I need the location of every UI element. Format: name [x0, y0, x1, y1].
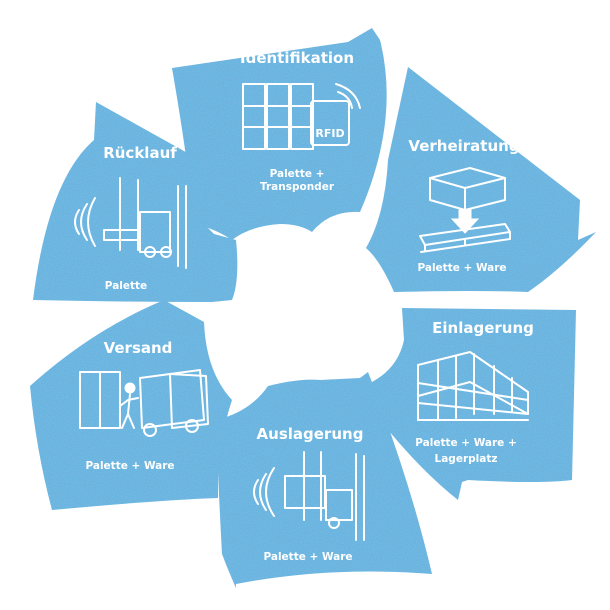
segment-title: Rücklauf — [103, 144, 177, 162]
warehouse-rack-icon — [417, 351, 529, 421]
box-onto-pallet-icon — [419, 167, 511, 253]
segment-verheiratung: Verheiratung Palette + Ware — [366, 67, 596, 292]
pallet-rfid-icon: RFID — [242, 83, 361, 150]
segment-subtitle-line-1: Palette + Ware — [85, 460, 174, 472]
segment-title: Versand — [104, 339, 173, 357]
segment-subtitle-line-1: Palette + — [270, 168, 325, 180]
segment-subtitle-line-1: Palette + Ware — [263, 551, 352, 563]
segment-subtitle-line-2: Transponder — [260, 181, 335, 193]
segment-einlagerung: Einlagerung Palette + Ware + Lagerplatz — [371, 308, 576, 500]
segment-subtitle-line-1: Palette — [105, 280, 147, 292]
segment-title: Auslagerung — [257, 425, 364, 443]
forklift-with-load-icon — [253, 451, 365, 541]
segment-verheiratung-shape — [366, 67, 596, 292]
segment-title: Identifikation — [240, 49, 354, 67]
segment-title: Einlagerung — [432, 319, 534, 337]
forklift-empty-icon — [74, 177, 187, 269]
segment-identifikation: Identifikation RFID Palette + Transponde… — [172, 28, 387, 240]
segment-subtitle-line-1: Palette + Ware — [417, 262, 506, 274]
segment-versand: Versand Palette + Ware — [30, 300, 232, 510]
segment-identifikation-shape — [172, 28, 387, 240]
segment-title: Verheiratung — [408, 137, 519, 155]
segment-subtitle-line-2: Lagerplatz — [435, 453, 498, 465]
truck-loading-icon — [79, 369, 209, 437]
rfid-label: RFID — [315, 127, 344, 140]
segment-versand-shape — [30, 300, 232, 510]
segment-auslagerung: Auslagerung Palette + Ware — [216, 372, 432, 588]
segment-ruecklauf: Rücklauf Palette — [33, 102, 238, 302]
segment-subtitle-line-1: Palette + Ware + — [415, 437, 517, 449]
